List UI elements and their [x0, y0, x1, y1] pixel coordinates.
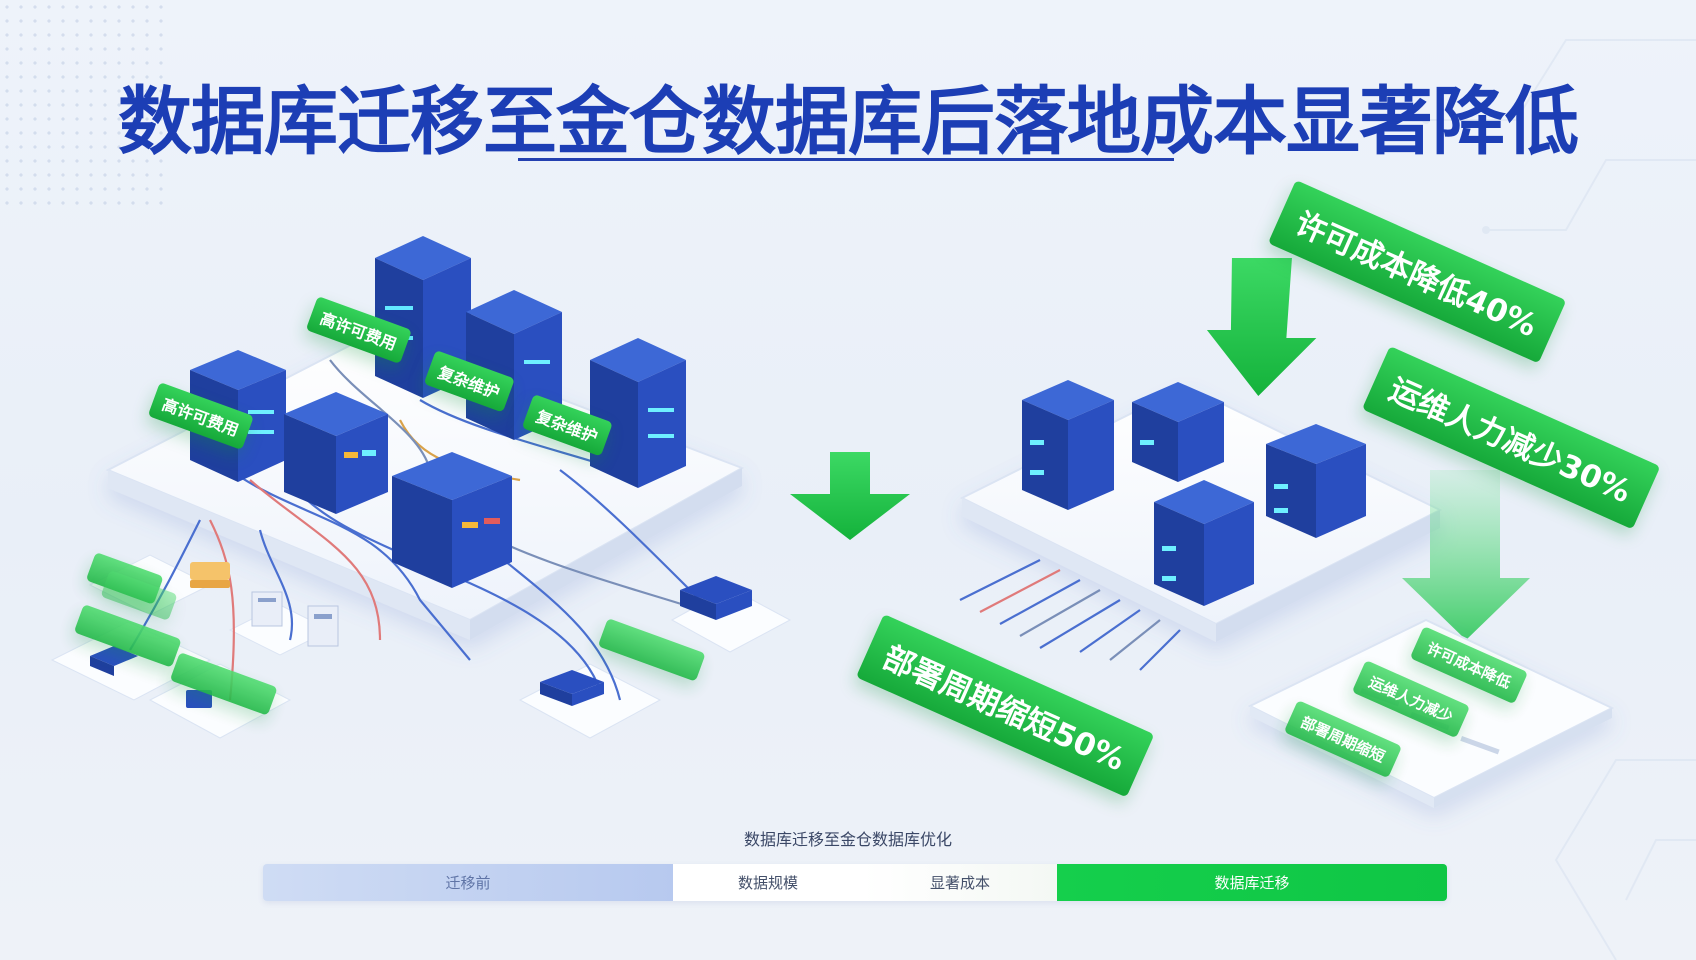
bar-segment-cost: 显著成本 [863, 864, 1057, 901]
corner-decoration-bottom [1554, 759, 1696, 960]
bar-segment-before: 迁移前 [263, 864, 673, 901]
title-underline [518, 158, 1174, 161]
corner-decoration [1422, 39, 1696, 234]
dot-pattern-decoration [0, 0, 170, 210]
bar-segment-after: 数据库迁移 [1057, 864, 1447, 901]
bar-segment-scale: 数据规模 [673, 864, 863, 901]
page-title: 数据库迁移至金仓数据库后落地成本显著降低 [118, 79, 1579, 165]
bottom-caption: 数据库迁移至金仓数据库优化 [743, 830, 952, 849]
comparison-bar: 迁移前 数据规模 显著成本 数据库迁移 [263, 864, 1447, 901]
